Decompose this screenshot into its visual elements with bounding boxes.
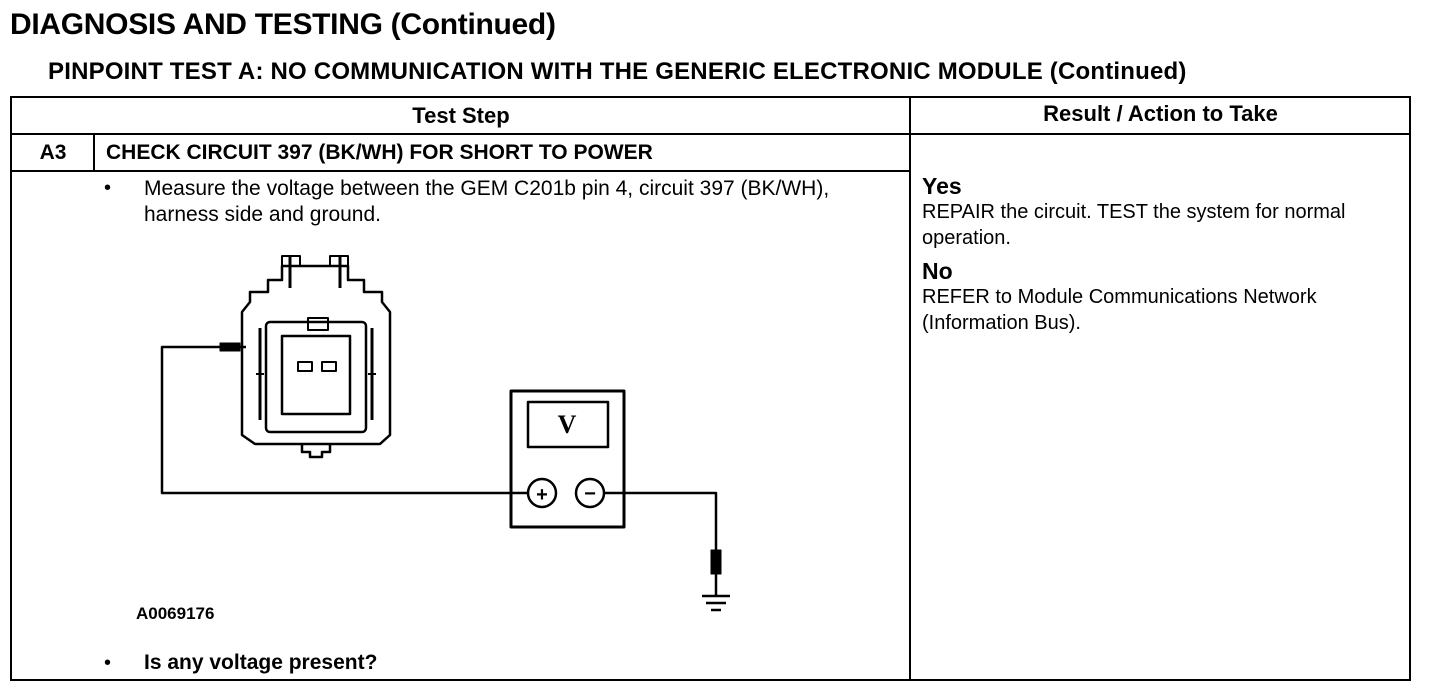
step-id: A3 xyxy=(39,141,67,164)
bullet-instruction: • xyxy=(104,177,112,199)
step-question: Is any voltage present? xyxy=(144,651,378,674)
connector-pin-slot xyxy=(321,361,337,372)
ground-wire xyxy=(604,491,718,595)
header-result-action: Result / Action to Take xyxy=(1043,101,1278,126)
plus-terminal xyxy=(526,477,558,509)
pinpoint-test-title: PINPOINT TEST A: NO COMMUNICATION WITH T… xyxy=(48,58,1187,85)
voltmeter-body xyxy=(509,389,626,529)
step-title: CHECK CIRCUIT 397 (BK/WH) FOR SHORT TO P… xyxy=(106,141,653,164)
connector-pin-slot xyxy=(297,361,313,372)
header-test-step: Test Step xyxy=(412,103,510,128)
connector-inner-housing xyxy=(264,320,368,434)
result-yes-action: REPAIR the circuit. TEST the system for … xyxy=(922,201,1346,249)
plus-symbol: + xyxy=(536,484,548,506)
bullet-question: • xyxy=(104,652,112,674)
test-table xyxy=(10,96,1411,681)
ground-symbol xyxy=(702,594,730,612)
column-divider xyxy=(909,96,911,681)
figure-id: A0069176 xyxy=(136,604,215,623)
page-title: DIAGNOSIS AND TESTING (Continued) xyxy=(10,8,556,41)
voltmeter-display-symbol: V xyxy=(558,410,577,439)
probe-tip xyxy=(219,342,241,352)
voltmeter-display xyxy=(526,400,610,449)
result-yes-label: Yes xyxy=(922,173,962,199)
connector-key xyxy=(300,444,332,459)
connector-body xyxy=(240,264,392,446)
header-divider xyxy=(10,133,1411,135)
voltmeter-diagram: V + − xyxy=(160,255,730,612)
minus-symbol: − xyxy=(584,483,596,505)
result-no-action: REFER to Module Communications Network (… xyxy=(922,286,1317,334)
probe-wire-positive xyxy=(160,345,542,495)
step-id-divider xyxy=(93,133,95,171)
result-no-label: No xyxy=(922,258,953,284)
step-instruction: Measure the voltage between the GEM C201… xyxy=(144,177,830,226)
ground-probe xyxy=(710,549,722,575)
step-title-divider xyxy=(10,170,910,172)
connector-latch xyxy=(281,255,349,266)
